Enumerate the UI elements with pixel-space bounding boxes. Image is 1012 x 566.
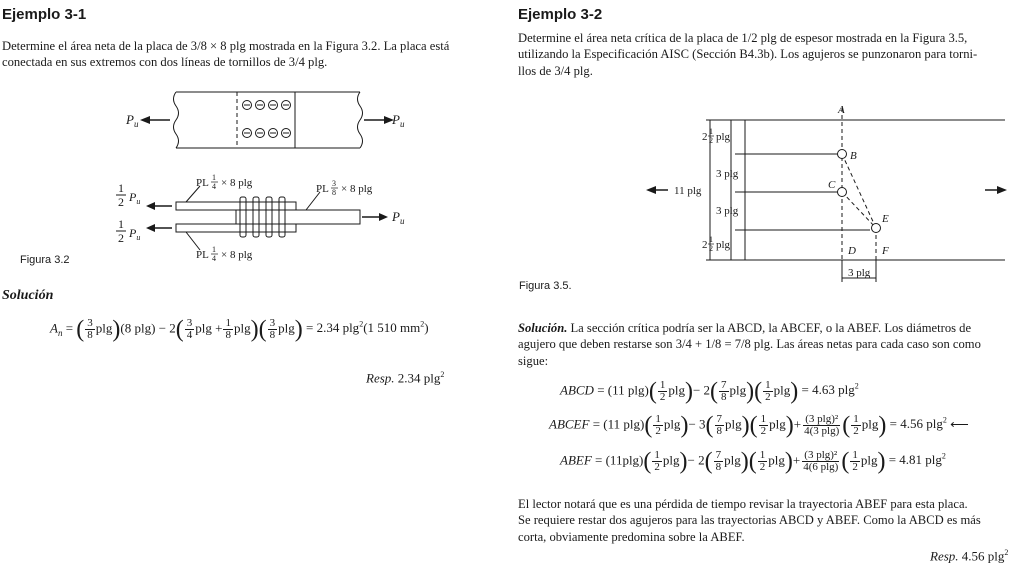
answer-3-2: Resp. 4.56 plg2 (930, 548, 1009, 564)
answer-3-1: Resp. 2.34 plg2 (366, 370, 445, 386)
svg-text:1: 1 (212, 173, 216, 182)
point-c-label: C (828, 179, 836, 191)
svg-text:2: 2 (118, 195, 124, 209)
svg-text:4: 4 (212, 254, 216, 263)
svg-text:8: 8 (332, 188, 336, 197)
dim-bottom-label: 3 plg (848, 267, 871, 279)
example-3-2-heading: Ejemplo 3-2 (518, 6, 603, 23)
path-abcef (841, 191, 877, 229)
svg-text:1: 1 (212, 245, 216, 254)
figure-3-2: Pu Pu 1 2 Pu 1 2 Pu Pu PL 1 4 × 8 plg PL (116, 91, 405, 263)
svg-text:Pu: Pu (128, 190, 140, 206)
pu-label: Pu (391, 209, 405, 226)
controls-arrow: ⟵ (950, 416, 969, 432)
splice-plate-bottom (175, 223, 297, 233)
svg-text:PL: PL (196, 177, 209, 189)
point-d-label: D (847, 245, 856, 257)
bolt-holes (242, 100, 291, 138)
statement-line: Determine el área neta crítica de la pla… (518, 31, 968, 45)
hole-c (837, 187, 847, 197)
hole-b (837, 149, 847, 159)
dim-mid-bottom-label: 3 plg (716, 205, 739, 217)
svg-text:4: 4 (212, 182, 216, 191)
dim-mid-top-label: 3 plg (716, 168, 739, 180)
figure-3-5: A B C D E F 11 plg 2 1 2 plg 3 plg 3 plg… (646, 104, 1007, 282)
svg-text:× 8 plg: × 8 plg (221, 177, 253, 189)
svg-text:2: 2 (118, 231, 124, 245)
svg-text:1: 1 (709, 127, 713, 136)
dim-top-label: 2 1 2 plg (702, 127, 731, 145)
point-e-label: E (881, 213, 889, 225)
svg-text:2: 2 (709, 244, 713, 253)
svg-text:1: 1 (118, 217, 124, 231)
svg-text:1: 1 (709, 235, 713, 244)
svg-text:plg: plg (716, 239, 731, 251)
dim-bottom-left-label: 2 1 2 plg (702, 235, 731, 253)
statement-line: conectada en sus extremos con dos líneas… (2, 55, 328, 70)
point-a-label: A (837, 104, 845, 116)
example-3-1-statement: Determine el área neta de la placa de 3/… (2, 38, 482, 71)
closing-text: El lector notará que es una pérdida de t… (518, 497, 981, 544)
point-b-label: B (850, 150, 857, 162)
svg-text:3: 3 (332, 179, 336, 188)
point-f-label: F (881, 245, 889, 257)
statement-line: utilizando la Especificación AISC (Secci… (518, 47, 978, 62)
splice-plate-top (175, 201, 297, 211)
figure-3-5-caption: Figura 3.5. (519, 280, 572, 292)
svg-text:× 8 plg: × 8 plg (221, 249, 253, 261)
svg-text:2: 2 (709, 136, 713, 145)
solution-label: Solución (2, 288, 54, 303)
statement-line: llos de 3/4 plg. (518, 63, 593, 78)
solution-3-2-text: Solución. La sección crítica podría ser … (518, 321, 981, 368)
svg-text:plg: plg (716, 131, 731, 143)
example-3-1-heading: Ejemplo 3-1 (2, 6, 87, 23)
svg-text:PL: PL (196, 249, 209, 261)
pu-label: Pu (125, 112, 139, 129)
svg-text:2: 2 (702, 239, 708, 251)
half-pu-label-bottom: 1 2 Pu (116, 217, 140, 245)
svg-text:2: 2 (702, 131, 708, 143)
main-plate (235, 209, 361, 225)
svg-text:1: 1 (118, 181, 124, 195)
pl-label-bottom: PL 1 4 × 8 plg (185, 231, 253, 263)
dim-total-label: 11 plg (674, 185, 702, 197)
example-3-2-statement: Determine el área neta crítica de la pla… (518, 30, 1010, 79)
path-abef (841, 153, 877, 229)
pl-label-top: PL 1 4 × 8 plg (185, 173, 253, 203)
bolts-side-view (239, 196, 286, 238)
svg-text:× 8 plg: × 8 plg (341, 183, 373, 195)
pu-label: Pu (391, 112, 405, 129)
statement-line: Determine el área neta de la placa de 3/… (2, 39, 450, 53)
svg-text:PL: PL (316, 183, 329, 195)
svg-text:Pu: Pu (128, 226, 140, 242)
pl-label-middle: PL 3 8 × 8 plg (305, 179, 373, 211)
figure-3-2-caption: Figura 3.2 (20, 254, 70, 266)
hole-e (871, 223, 881, 233)
half-pu-label-top: 1 2 Pu (116, 181, 140, 209)
